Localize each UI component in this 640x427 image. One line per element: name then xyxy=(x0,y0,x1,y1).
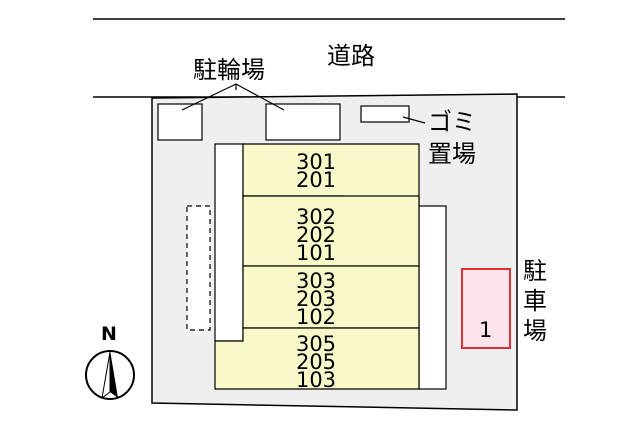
parking-space-number: 1 xyxy=(479,318,493,342)
bicycle-parking-box-right xyxy=(265,103,341,141)
north-label: N xyxy=(101,323,117,345)
parking-label: 駐 車 場 xyxy=(523,257,547,345)
unit-block-row4 xyxy=(214,327,420,390)
garbage-box xyxy=(360,105,410,123)
unit-block-row3 xyxy=(242,265,420,329)
unit-numbers-row1: 301 201 xyxy=(295,150,337,192)
garbage-leader-line xyxy=(402,116,426,124)
garbage-label-line2: 置場 xyxy=(428,140,476,168)
bicycle-parking-label: 駐輪場 xyxy=(193,56,265,84)
unit-block-row2 xyxy=(242,195,420,267)
corridor xyxy=(214,143,244,342)
garbage-label-line1: ゴミ xyxy=(428,108,476,136)
parking-space-1 xyxy=(461,268,511,349)
unit-numbers-row3: 303 203 102 xyxy=(295,269,337,329)
unit-numbers-row2: 302 202 101 xyxy=(295,205,337,265)
unit-numbers-row4: 305 205 103 xyxy=(295,332,337,392)
balcony-strip xyxy=(418,205,447,390)
bicycle-parking-box-left xyxy=(157,103,203,141)
dashed-area xyxy=(186,205,211,331)
road-label: 道路 xyxy=(327,42,375,70)
